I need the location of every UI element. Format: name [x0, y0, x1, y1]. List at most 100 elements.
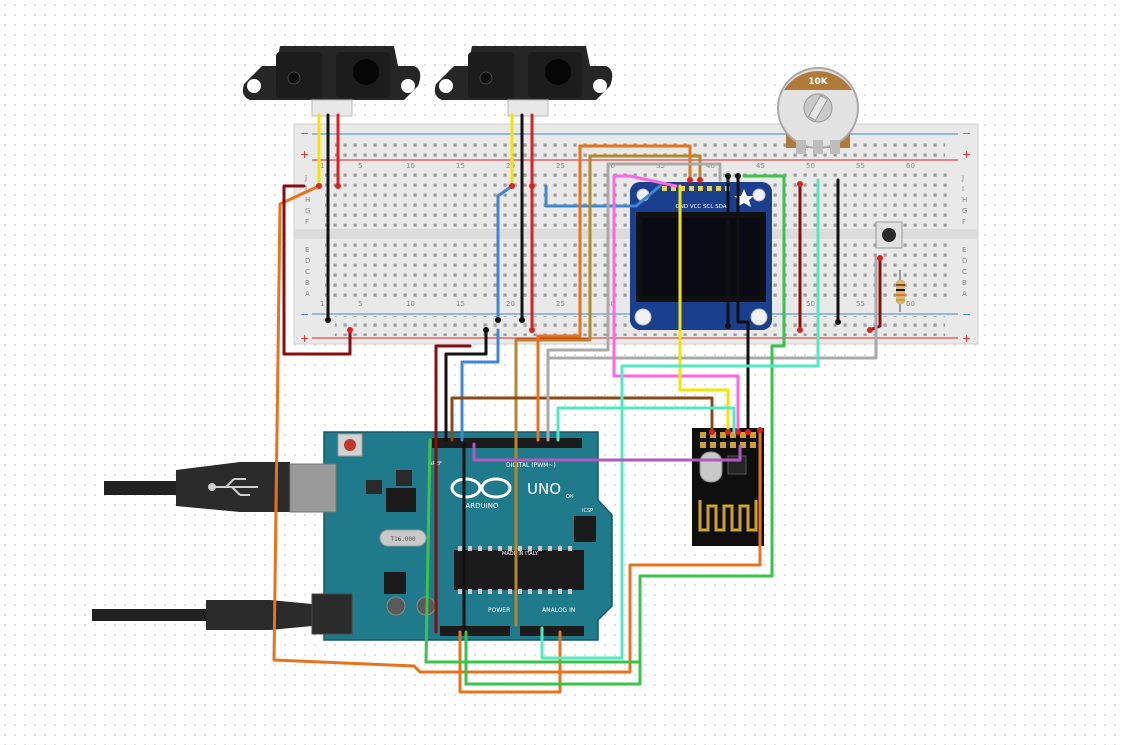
row-letter: G	[305, 207, 310, 215]
wire-gray	[546, 256, 878, 360]
digital-header-label: DIGITAL (PWM~)	[506, 462, 556, 469]
wire-teal	[540, 178, 820, 660]
column-number: 30	[606, 162, 615, 170]
row-letter: I	[305, 185, 307, 193]
row-letter: E	[962, 246, 966, 254]
column-number: 35	[656, 162, 665, 170]
column-number: 25	[556, 162, 565, 170]
column-number: 15	[456, 162, 465, 170]
row-letter: J	[961, 174, 964, 182]
wire-gray	[546, 162, 722, 442]
column-number: 5	[358, 300, 362, 308]
wire-tan	[514, 154, 592, 627]
row-letter: J	[304, 174, 307, 182]
wire-green	[464, 174, 786, 686]
column-number: 20	[506, 162, 515, 170]
usb-icon	[208, 478, 258, 496]
row-letter: C	[962, 268, 967, 276]
row-letter: D	[962, 257, 967, 265]
column-number: 1	[320, 300, 324, 308]
wire-blue	[496, 184, 514, 322]
row-letter: A	[305, 290, 310, 298]
row-letter: F	[305, 218, 309, 226]
rail-minus-symbol: −	[300, 127, 309, 140]
column-number: 45	[756, 162, 765, 170]
wire-orange	[272, 184, 762, 674]
wire-pink	[612, 174, 740, 434]
resistor	[896, 270, 905, 312]
potentiometer: 10K	[777, 67, 859, 154]
arduino-logo-icon	[450, 477, 482, 499]
column-number: 15	[456, 300, 465, 308]
column-number: 5	[358, 162, 362, 170]
analog-header-label: ANALOG IN	[542, 607, 575, 614]
column-number: 50	[806, 300, 815, 308]
rail-minus-symbol: −	[300, 308, 309, 321]
rail-plus-symbol: +	[962, 148, 971, 161]
row-letter: I	[962, 185, 964, 193]
row-letter: B	[962, 279, 967, 287]
wire-yellow	[678, 184, 730, 434]
rail-plus-symbol: +	[300, 332, 309, 345]
crystal-label: T16.000	[390, 536, 416, 543]
column-number: 10	[406, 300, 415, 308]
ir-distance-sensor-left	[242, 46, 421, 117]
ir-distance-sensor-right	[434, 46, 613, 117]
arduino-logo-icon	[480, 477, 512, 499]
column-number: 55	[856, 162, 865, 170]
rail-minus-symbol: −	[962, 308, 971, 321]
wire-black	[736, 174, 750, 434]
column-number: 60	[906, 162, 915, 170]
icsp-label: ICSP	[582, 508, 593, 514]
row-letter: H	[305, 196, 310, 204]
oled-pin-labels: GND VCC SCL SDA	[675, 204, 726, 210]
column-number: 1	[320, 162, 324, 170]
column-number: 25	[556, 300, 565, 308]
row-letter: H	[962, 196, 967, 204]
wires	[272, 113, 883, 694]
arduino-uno: T16.000 UNO ARDUINO DIGITAL (PWM~) POWER…	[323, 431, 613, 641]
wire-blue	[460, 328, 500, 442]
wire-brown	[450, 396, 714, 442]
on-led-label: ON	[566, 494, 574, 500]
rail-plus-symbol: +	[300, 148, 309, 161]
usb-cable	[104, 462, 337, 513]
column-number: 60	[906, 300, 915, 308]
wire-darkred	[434, 344, 472, 634]
made-in-italy-label: MADE IN ITALY	[502, 551, 539, 557]
column-number: 55	[856, 300, 865, 308]
push-button	[875, 221, 903, 249]
rail-plus-symbol: +	[962, 332, 971, 345]
column-number: 30	[606, 300, 615, 308]
wire-orange	[578, 144, 692, 182]
wire-green	[424, 438, 642, 664]
wire-orange	[536, 144, 582, 442]
column-number: 50	[806, 162, 815, 170]
power-jack-cable	[92, 593, 353, 635]
arduino-model-label: UNO	[527, 480, 561, 498]
row-letter: E	[305, 246, 309, 254]
row-letter: G	[962, 207, 967, 215]
arduino-logo-text: ARDUINO	[466, 502, 499, 510]
wire-teal	[556, 406, 736, 442]
rail-minus-symbol: −	[962, 127, 971, 140]
potentiometer-label: 10K	[808, 77, 829, 87]
wire-black	[444, 328, 488, 442]
wire-darkred	[868, 256, 882, 332]
wire-tan	[588, 154, 702, 182]
wire-violet	[472, 442, 742, 462]
row-letter: A	[962, 290, 967, 298]
row-letter: B	[305, 279, 310, 287]
column-number: 10	[406, 162, 415, 170]
column-number: 40	[706, 162, 715, 170]
power-header-label: POWER	[488, 607, 510, 614]
oled-display: GND VCC SCL SDA	[630, 182, 772, 330]
column-number: 20	[506, 300, 515, 308]
nrf24l01-module	[692, 428, 764, 546]
row-letter: C	[305, 268, 310, 276]
row-letter: D	[305, 257, 310, 265]
row-letter: F	[962, 218, 966, 226]
wire-darkred	[282, 184, 352, 356]
pcb-antenna-icon	[698, 500, 758, 532]
